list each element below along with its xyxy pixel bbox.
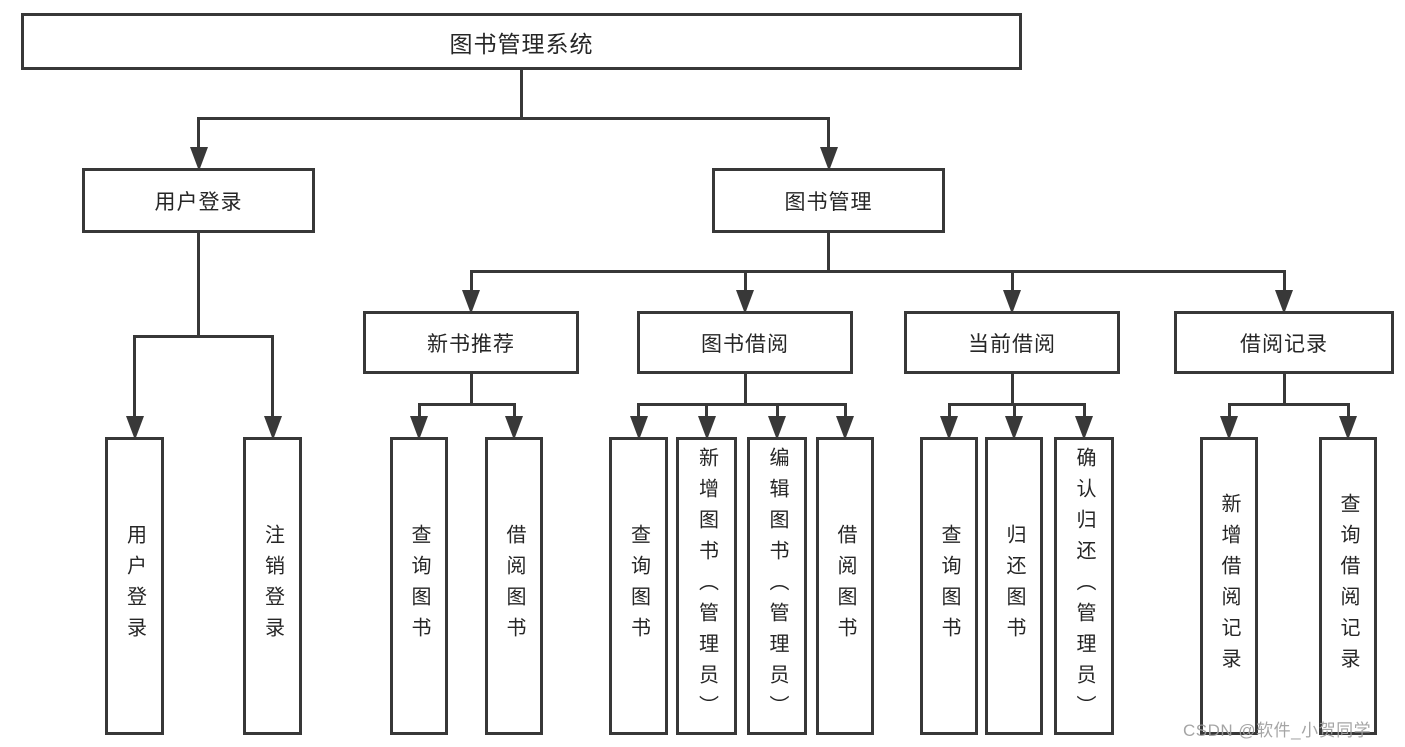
arrow-down-icon xyxy=(1339,416,1357,440)
arrow-down-icon xyxy=(263,416,282,440)
node-nb-borrow: 借阅图书 xyxy=(485,437,543,735)
node-user-login: 用户登录 xyxy=(82,168,315,233)
connector-line xyxy=(271,336,274,423)
node-bb-add: 新增图书（管理员） xyxy=(676,437,737,735)
connector-line xyxy=(417,404,421,423)
connector-line xyxy=(469,373,473,406)
connector-line xyxy=(743,271,747,297)
connector-line xyxy=(1282,271,1286,297)
arrow-down-icon xyxy=(1275,290,1293,314)
connector-line xyxy=(1010,271,1014,297)
connector-line xyxy=(705,404,708,423)
node-current-borrow: 当前借阅 xyxy=(904,311,1120,374)
node-cb-confirm: 确认归还（管理员） xyxy=(1054,437,1114,735)
node-root: 图书管理系统 xyxy=(21,13,1022,70)
connector-line xyxy=(775,404,779,423)
arrow-down-icon xyxy=(189,147,208,171)
node-cb-query: 查询图书 xyxy=(920,437,978,735)
node-borrow-record: 借阅记录 xyxy=(1174,311,1394,374)
connector-line xyxy=(843,404,847,423)
node-nb-query: 查询图书 xyxy=(390,437,448,735)
node-br-query: 查询借阅记录 xyxy=(1319,437,1377,735)
node-br-add: 新增借阅记录 xyxy=(1200,437,1258,735)
arrow-down-icon xyxy=(1005,416,1023,440)
connector-line xyxy=(637,404,640,423)
connector-line xyxy=(512,404,516,423)
connector-line xyxy=(197,116,830,120)
node-login: 用户登录 xyxy=(105,437,164,735)
arrow-down-icon xyxy=(462,290,480,314)
arrow-down-icon xyxy=(1075,416,1093,440)
connector-line xyxy=(947,402,1086,406)
node-cb-return: 归还图书 xyxy=(985,437,1043,735)
node-logout: 注销登录 xyxy=(243,437,302,735)
watermark-text: CSDN @软件_小贺同学 xyxy=(1183,721,1372,740)
arrow-down-icon xyxy=(836,416,854,440)
connector-line xyxy=(637,402,847,406)
node-new-book: 新书推荐 xyxy=(363,311,579,374)
arrow-down-icon xyxy=(768,416,786,440)
connector-line xyxy=(743,373,747,406)
connector-line xyxy=(133,336,136,423)
connector-line xyxy=(197,232,200,338)
node-bb-edit: 编辑图书（管理员） xyxy=(747,437,807,735)
node-book-mgmt: 图书管理 xyxy=(712,168,945,233)
connector-line xyxy=(947,404,951,423)
connector-line xyxy=(1010,373,1014,406)
arrow-down-icon xyxy=(819,147,838,171)
connector-line xyxy=(417,402,516,406)
connector-line xyxy=(1346,404,1350,423)
connector-line xyxy=(1282,373,1286,406)
arrow-down-icon xyxy=(629,416,648,440)
arrow-down-icon xyxy=(940,416,958,440)
connector-line xyxy=(1082,404,1086,423)
connector-line xyxy=(827,118,830,154)
connector-line xyxy=(1012,404,1016,423)
connector-line xyxy=(469,271,473,297)
arrow-down-icon xyxy=(505,416,523,440)
arrow-down-icon xyxy=(1003,290,1021,314)
connector-line xyxy=(469,269,1286,273)
node-bb-query: 查询图书 xyxy=(609,437,668,735)
node-bb-borrow: 借阅图书 xyxy=(816,437,874,735)
arrow-down-icon xyxy=(410,416,428,440)
connector-line xyxy=(827,232,830,273)
arrow-down-icon xyxy=(125,416,144,440)
arrow-down-icon xyxy=(1220,416,1238,440)
connector-line xyxy=(1227,402,1350,406)
arrow-down-icon xyxy=(736,290,754,314)
connector-line xyxy=(520,69,523,120)
node-book-borrow: 图书借阅 xyxy=(637,311,853,374)
connector-line xyxy=(197,118,200,154)
connector-line xyxy=(133,334,274,338)
connector-line xyxy=(1227,404,1231,423)
arrow-down-icon xyxy=(697,416,716,440)
